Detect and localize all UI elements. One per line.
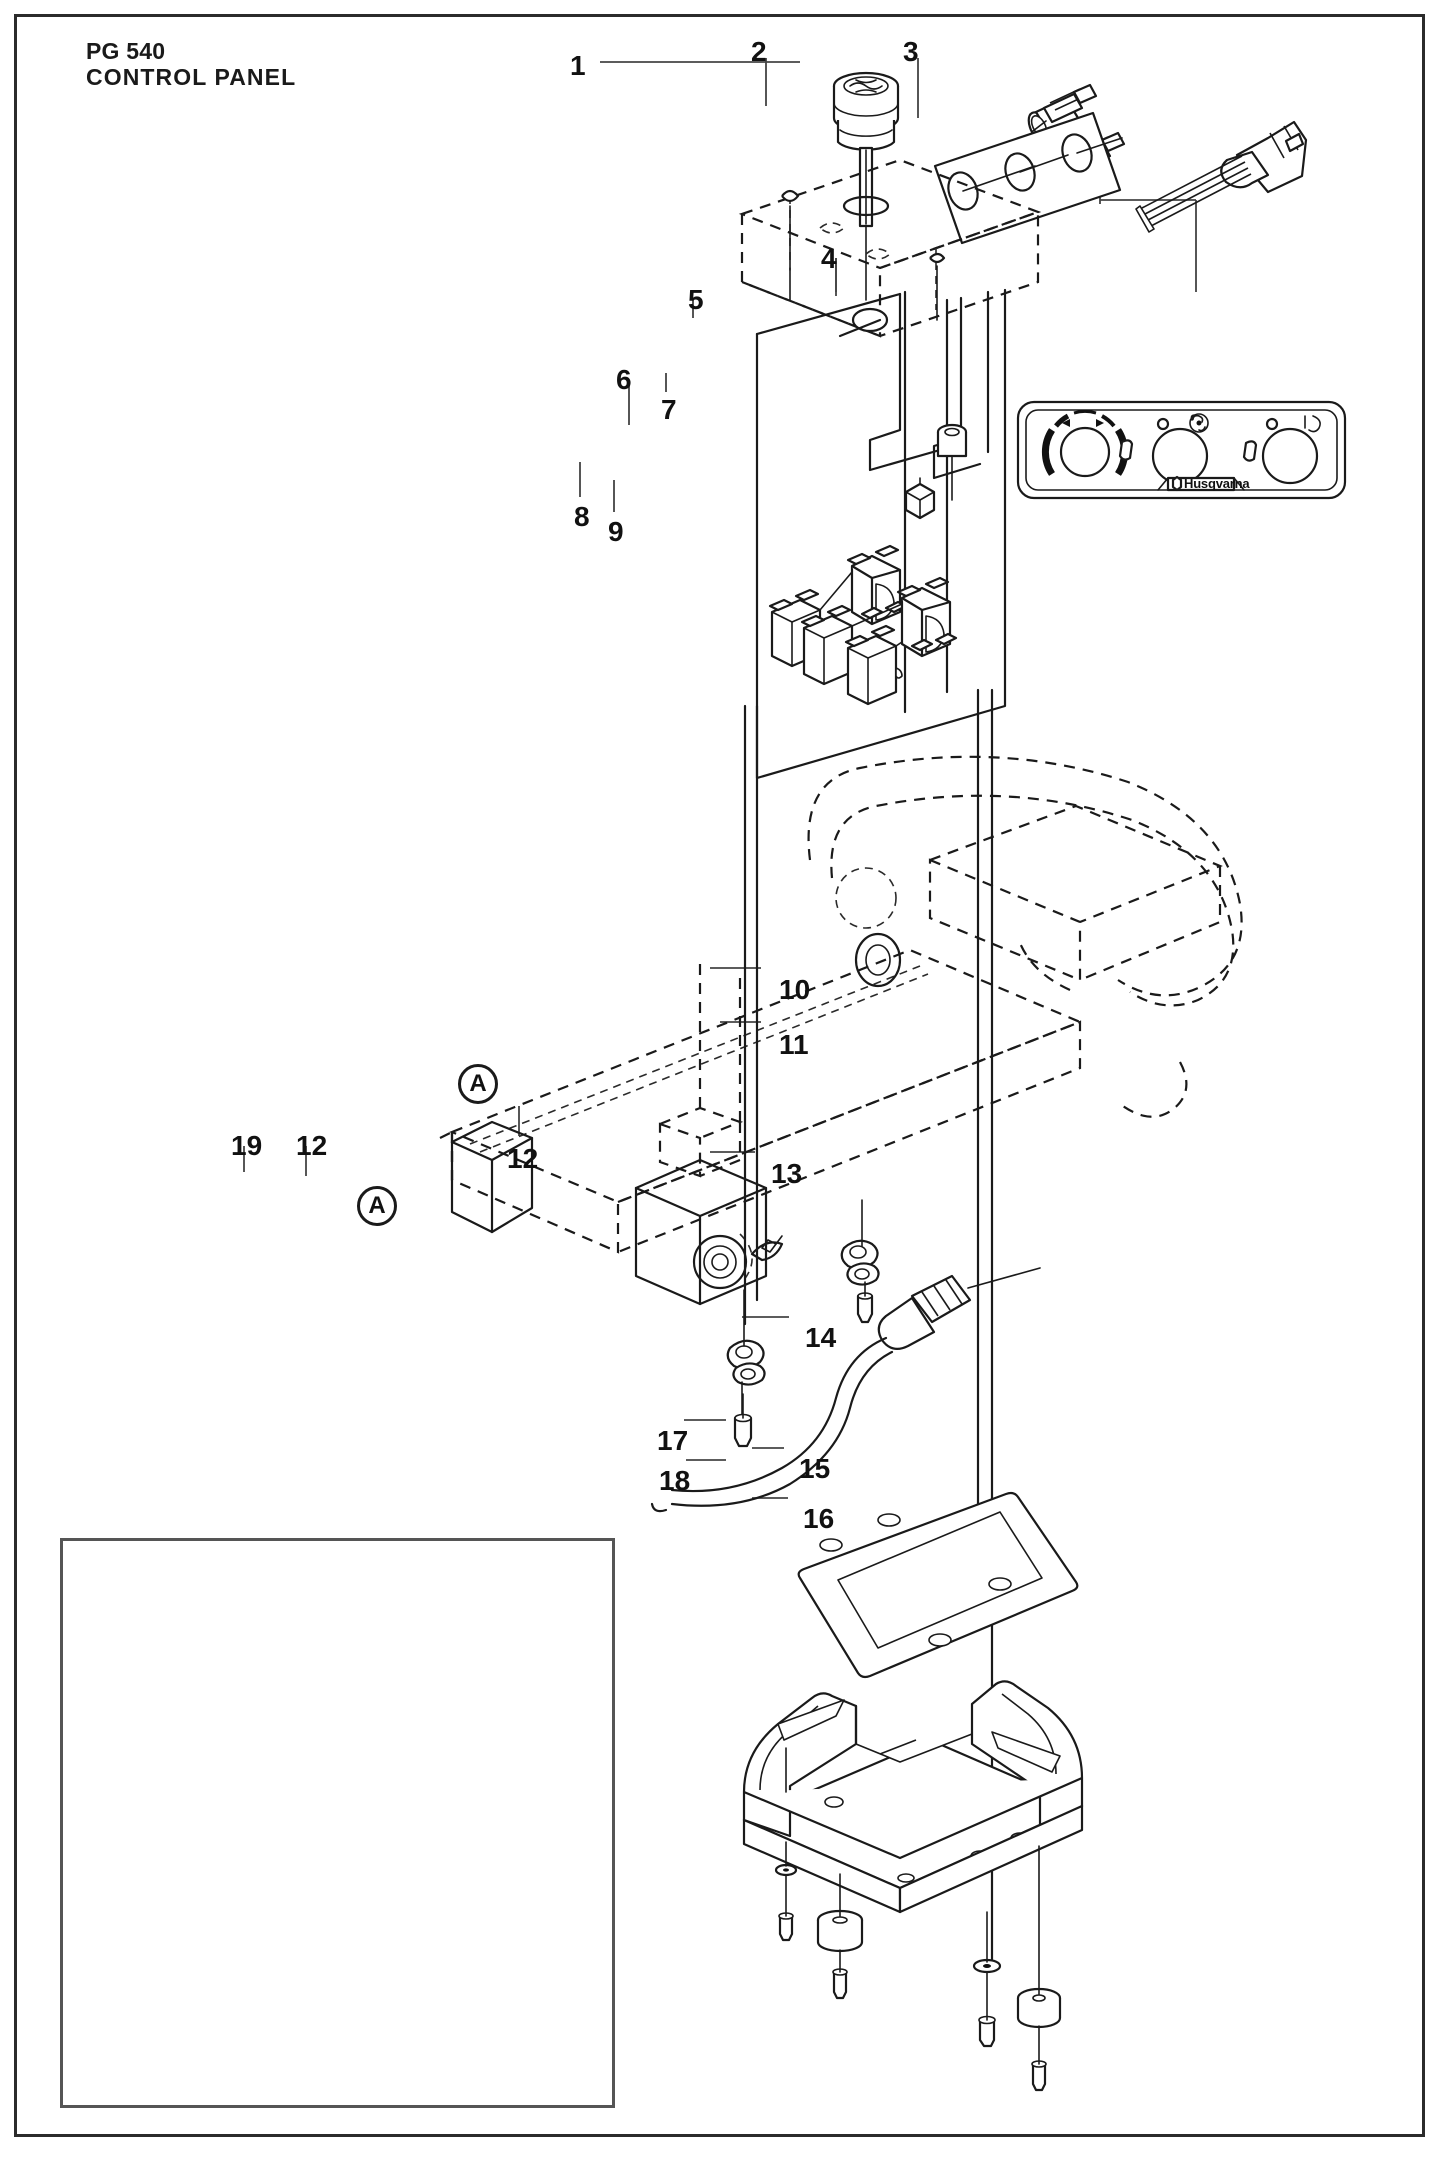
ref-marker-a-inset: A [357, 1186, 397, 1226]
page-title-model: PG 540 [86, 38, 166, 64]
title-block: PG 540 CONTROL PANEL [86, 38, 296, 90]
callout-8: 8 [574, 501, 590, 532]
callout-11: 11 [779, 1029, 809, 1060]
callout-5: 5 [688, 284, 704, 315]
callout-4: 4 [821, 243, 837, 274]
callout-7: 7 [661, 394, 677, 425]
callout-6: 6 [616, 364, 632, 395]
page-title-name: CONTROL PANEL [86, 64, 297, 91]
callout-13: 13 [771, 1158, 803, 1189]
callout-17: 17 [657, 1425, 689, 1456]
callout-1: 1 [570, 50, 586, 81]
ref-marker-a-main: A [458, 1064, 498, 1104]
callout-14: 14 [805, 1322, 837, 1353]
callout-16: 16 [803, 1503, 835, 1534]
callout-10: 10 [779, 974, 811, 1005]
callout-12-inset: 12 [296, 1130, 328, 1161]
callout-2: 2 [751, 36, 767, 67]
callout-9: 9 [608, 516, 624, 547]
callout-15: 15 [799, 1453, 831, 1484]
callout-18: 18 [659, 1465, 691, 1496]
callout-19: 19 [231, 1130, 263, 1161]
callout-3: 3 [903, 36, 919, 67]
callout-12: 12 [507, 1143, 539, 1174]
inset-detail-box [60, 1538, 615, 2108]
